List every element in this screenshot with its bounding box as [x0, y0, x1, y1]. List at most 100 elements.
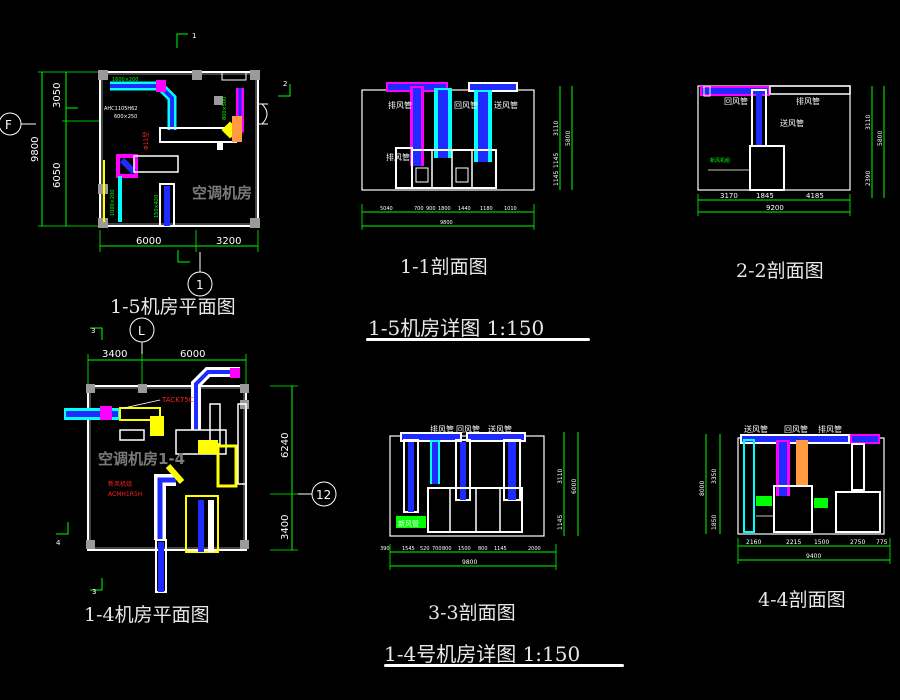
dim-text: 3400: [280, 515, 291, 540]
section-1-1-label: 1-1剖面图: [400, 256, 488, 278]
cut-mark-2-right: [278, 84, 291, 97]
dim-text: 700: [414, 206, 424, 212]
ahu-unit: [773, 485, 813, 533]
duct-blue-core: [164, 186, 170, 226]
column: [240, 540, 249, 549]
duct-label: 送风管: [494, 100, 518, 110]
duct-orange: [232, 116, 242, 142]
dim-text: 6000: [136, 236, 161, 247]
duct-white-core: [208, 500, 214, 552]
annotation: 800×500: [222, 97, 228, 120]
dim-text: 6240: [280, 433, 291, 458]
duct-label: 排风管: [388, 100, 412, 110]
plan-1-5: 1 2 3050 6050 9800 F 6000 3200 1: [0, 32, 291, 297]
duct-label: 排风管: [818, 424, 842, 434]
dim-text: 2750: [850, 539, 865, 546]
dim-text: 6050: [52, 163, 63, 188]
duct-orange-vertical: [796, 440, 808, 486]
duct-blue-diag: [119, 157, 137, 175]
dim-text: 1800: [438, 206, 451, 212]
leader-line: [123, 399, 161, 409]
duct-white: [769, 85, 851, 95]
ahu-unit: [427, 487, 523, 533]
ahu-unit: [835, 491, 881, 533]
dim-text: 3200: [216, 236, 241, 247]
duct-blue-core: [460, 442, 466, 500]
axis-bubble-12: [311, 481, 337, 507]
dim-text: 9800: [30, 137, 41, 162]
dim-text: 1500: [814, 539, 829, 546]
dim-text: 1850: [711, 515, 718, 530]
cut-mark-label: 1: [192, 32, 196, 40]
annotation: 1000×200: [110, 190, 116, 216]
duct-label: 排风管: [430, 424, 454, 434]
section-1-1: 排风管 回风管 送风管 排风管 5040 700 900 1800 1440 1…: [361, 82, 573, 230]
annotation: TACK75C: [161, 396, 194, 404]
door-swing: [258, 103, 268, 125]
column: [250, 70, 260, 80]
duct-label: 送风管: [744, 424, 768, 434]
axis-label: F: [5, 118, 12, 132]
axis-label: L: [138, 324, 145, 338]
dim-text: 3400: [102, 349, 127, 360]
duct-fitting: [156, 80, 166, 92]
cut-mark-1-bottom: [177, 250, 190, 263]
annotation: ACMH1R5H: [108, 491, 142, 498]
column: [138, 384, 147, 393]
duct-yellow: [119, 407, 161, 421]
title-underline: [366, 338, 590, 341]
column: [98, 70, 108, 80]
ahu-fan: [455, 167, 469, 183]
duct-label: 新风管: [398, 519, 419, 528]
ahu-unit: [411, 149, 497, 189]
duct-label: 送风管: [488, 424, 512, 434]
column: [86, 384, 95, 393]
column: [192, 70, 202, 80]
plan-1-4: 3 3 4 3400 6000 L 6240 3400 12: [56, 317, 337, 596]
annotation: 1600×200: [112, 77, 138, 83]
column: [86, 540, 95, 549]
damper: [703, 85, 711, 97]
dim-text: 1500: [458, 546, 471, 552]
section-4-4-label: 4-4剖面图: [758, 589, 846, 611]
column: [98, 218, 108, 228]
room-label: 空调机房: [192, 184, 252, 202]
title-underline: [384, 664, 624, 667]
duct-blue-core: [408, 442, 414, 512]
annotation: 新风机组: [710, 157, 730, 164]
duct-blue-core: [198, 500, 204, 552]
dim-text: 700: [432, 546, 442, 552]
cut-mark-4: [56, 522, 69, 535]
duct-yellow: [216, 444, 238, 488]
axis-label: 12: [316, 488, 331, 502]
duct-blue-core: [852, 436, 878, 442]
duct-label: 回风管: [784, 424, 808, 434]
dim-text: 1145: [553, 171, 560, 186]
duct-fitting: [100, 406, 112, 420]
dim-text: 5800: [565, 131, 572, 146]
dim-text: 800: [442, 546, 452, 552]
duct-blue-core: [742, 436, 848, 442]
duct-blue-core: [432, 442, 438, 484]
duct-blue-core: [438, 90, 448, 158]
duct-label: 排风管: [796, 96, 820, 106]
dim-text: 9800: [462, 559, 477, 566]
detail-title-1-5: 1-5机房详图 1:150: [368, 316, 545, 340]
cut-mark-2-left: [65, 96, 78, 109]
section-3-3: 排风管 回风管 送风管 新风管 390 1545 520 700 800 150…: [380, 424, 579, 570]
axis-bubble-1: [187, 271, 213, 297]
detail-title-1-4: 1-4号机房详图 1:150: [384, 642, 581, 666]
column: [240, 384, 249, 393]
duct-fitting: [230, 368, 240, 378]
dim-text: 2000: [528, 546, 541, 552]
axis-label: 1: [196, 278, 204, 292]
dim-text: 1845: [756, 192, 774, 200]
section-2-2: 新风机组 回风管 排风管 送风管 3170 1845 4185 9200 311…: [697, 85, 885, 216]
duct-blue-core: [702, 88, 768, 94]
duct-white-vertical: [209, 403, 221, 445]
cut-mark-label: 4: [56, 539, 61, 547]
plan-1-4-label: 1-4机房平面图: [84, 604, 210, 626]
cut-mark-label: 3: [92, 588, 96, 596]
cut-mark-label: 3: [91, 327, 95, 335]
dim-text: 520: [420, 546, 430, 552]
